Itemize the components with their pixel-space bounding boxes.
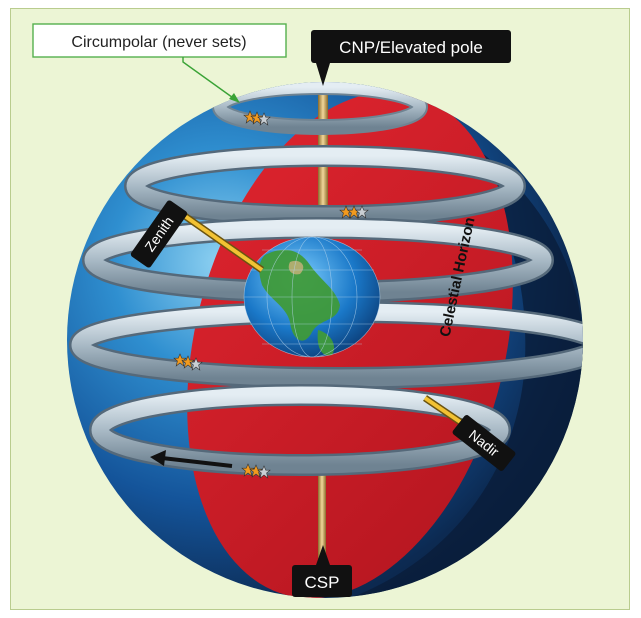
stars-ring4 (173, 353, 203, 371)
stars-ring2 (339, 205, 369, 219)
cnp-label: CNP/Elevated pole (311, 30, 511, 86)
star-icon (257, 112, 271, 126)
stars-ring5 (241, 463, 271, 479)
cnp-text: CNP/Elevated pole (339, 38, 483, 57)
globe-icon (243, 236, 381, 358)
stars-top (243, 110, 271, 126)
star-icon (189, 357, 203, 371)
star-icon (243, 110, 257, 124)
star-icon (173, 353, 187, 367)
circumpolar-text: Circumpolar (never sets) (71, 34, 246, 51)
csp-label: CSP (292, 545, 352, 597)
star-icon (249, 464, 263, 478)
arrow-left-icon (150, 450, 233, 468)
circumpolar-label: Circumpolar (never sets) (32, 23, 287, 103)
csp-text: CSP (305, 573, 340, 592)
circumpolar-callout-line (182, 57, 237, 101)
star-icon (250, 111, 264, 125)
star-icon (181, 355, 195, 369)
star-icon (355, 205, 369, 219)
star-icon (257, 465, 271, 479)
star-icon (241, 463, 255, 477)
